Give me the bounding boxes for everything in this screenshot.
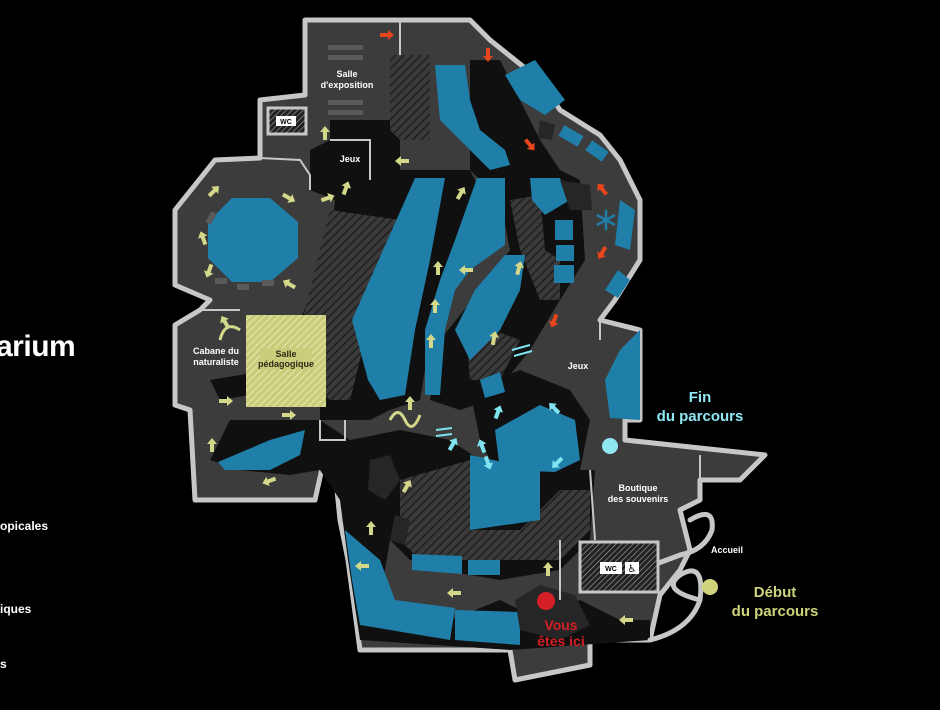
room-label-jeux-right: Jeux bbox=[568, 361, 589, 371]
svg-text:des souvenirs: des souvenirs bbox=[608, 494, 669, 504]
tank-right-top bbox=[505, 60, 565, 115]
svg-text:du parcours: du parcours bbox=[657, 408, 744, 425]
wc-block-bottom[interactable]: WC ♿ bbox=[578, 540, 660, 594]
svg-text:Salle: Salle bbox=[336, 69, 357, 79]
svg-text:d'exposition: d'exposition bbox=[321, 80, 374, 90]
legend-item[interactable]: iques bbox=[0, 602, 32, 616]
svg-text:naturaliste: naturaliste bbox=[193, 357, 239, 367]
svg-text:Début: Début bbox=[754, 584, 797, 601]
svg-text:êtes ici: êtes ici bbox=[537, 633, 584, 649]
legend-item[interactable]: s bbox=[0, 657, 7, 671]
wc-top-label: WC bbox=[280, 119, 292, 126]
snowflake-icon bbox=[596, 210, 616, 230]
svg-text:du parcours: du parcours bbox=[732, 603, 819, 620]
start-of-tour-marker[interactable]: Début du parcours bbox=[702, 579, 818, 620]
start-dot bbox=[702, 579, 718, 595]
svg-text:Fin: Fin bbox=[689, 389, 712, 406]
tank-center-lower bbox=[455, 255, 525, 360]
wc-block-top[interactable]: WC bbox=[266, 106, 308, 136]
large-tank-left bbox=[352, 178, 445, 400]
tank-bottom-center bbox=[470, 455, 540, 530]
wheelchair-icon: ♿ bbox=[628, 564, 637, 575]
aquarium-tanks bbox=[208, 60, 640, 645]
svg-text:pédagogique: pédagogique bbox=[258, 359, 314, 369]
squiggle-arrow-icon bbox=[388, 411, 422, 428]
svg-text:Salle: Salle bbox=[275, 349, 296, 359]
room-label-boutique: Boutique des souvenirs bbox=[608, 483, 669, 504]
tank-right-jeux bbox=[605, 330, 640, 420]
wc-bottom-label: WC bbox=[605, 566, 617, 573]
svg-text:Boutique: Boutique bbox=[619, 483, 658, 493]
interior-walls bbox=[200, 20, 701, 600]
legend-item[interactable]: opicales bbox=[0, 519, 49, 533]
cyan-dashes bbox=[435, 344, 533, 437]
room-label-salle-pedagogique: Salle pédagogique bbox=[258, 348, 314, 370]
entrance-ramp bbox=[637, 511, 715, 643]
semicircle-tank bbox=[495, 405, 580, 472]
end-of-tour-marker[interactable]: Fin du parcours bbox=[602, 389, 743, 454]
tank-left-lower bbox=[218, 430, 305, 470]
room-label-accueil: Accueil bbox=[711, 545, 743, 555]
legend-title-fragment: arium bbox=[0, 330, 76, 363]
top-curved-tank bbox=[435, 65, 510, 170]
you-are-here-dot bbox=[537, 592, 555, 610]
room-label-jeux-top: Jeux bbox=[340, 154, 361, 164]
end-dot bbox=[602, 438, 618, 454]
rock-decor bbox=[368, 120, 592, 640]
svg-text:Vous: Vous bbox=[544, 617, 577, 633]
tank-bottom-left bbox=[345, 530, 455, 640]
room-label-cabane: Cabane du naturaliste bbox=[193, 346, 239, 367]
exhibit-benches bbox=[205, 45, 363, 290]
curved-arrow-icon bbox=[218, 325, 241, 341]
you-are-here-marker[interactable]: Vous êtes ici bbox=[537, 592, 585, 649]
octagon-tank bbox=[208, 198, 298, 282]
room-label-salle-exposition: Salle d'exposition bbox=[321, 69, 374, 90]
svg-text:Cabane du: Cabane du bbox=[193, 346, 239, 356]
large-tank-center bbox=[425, 178, 505, 395]
